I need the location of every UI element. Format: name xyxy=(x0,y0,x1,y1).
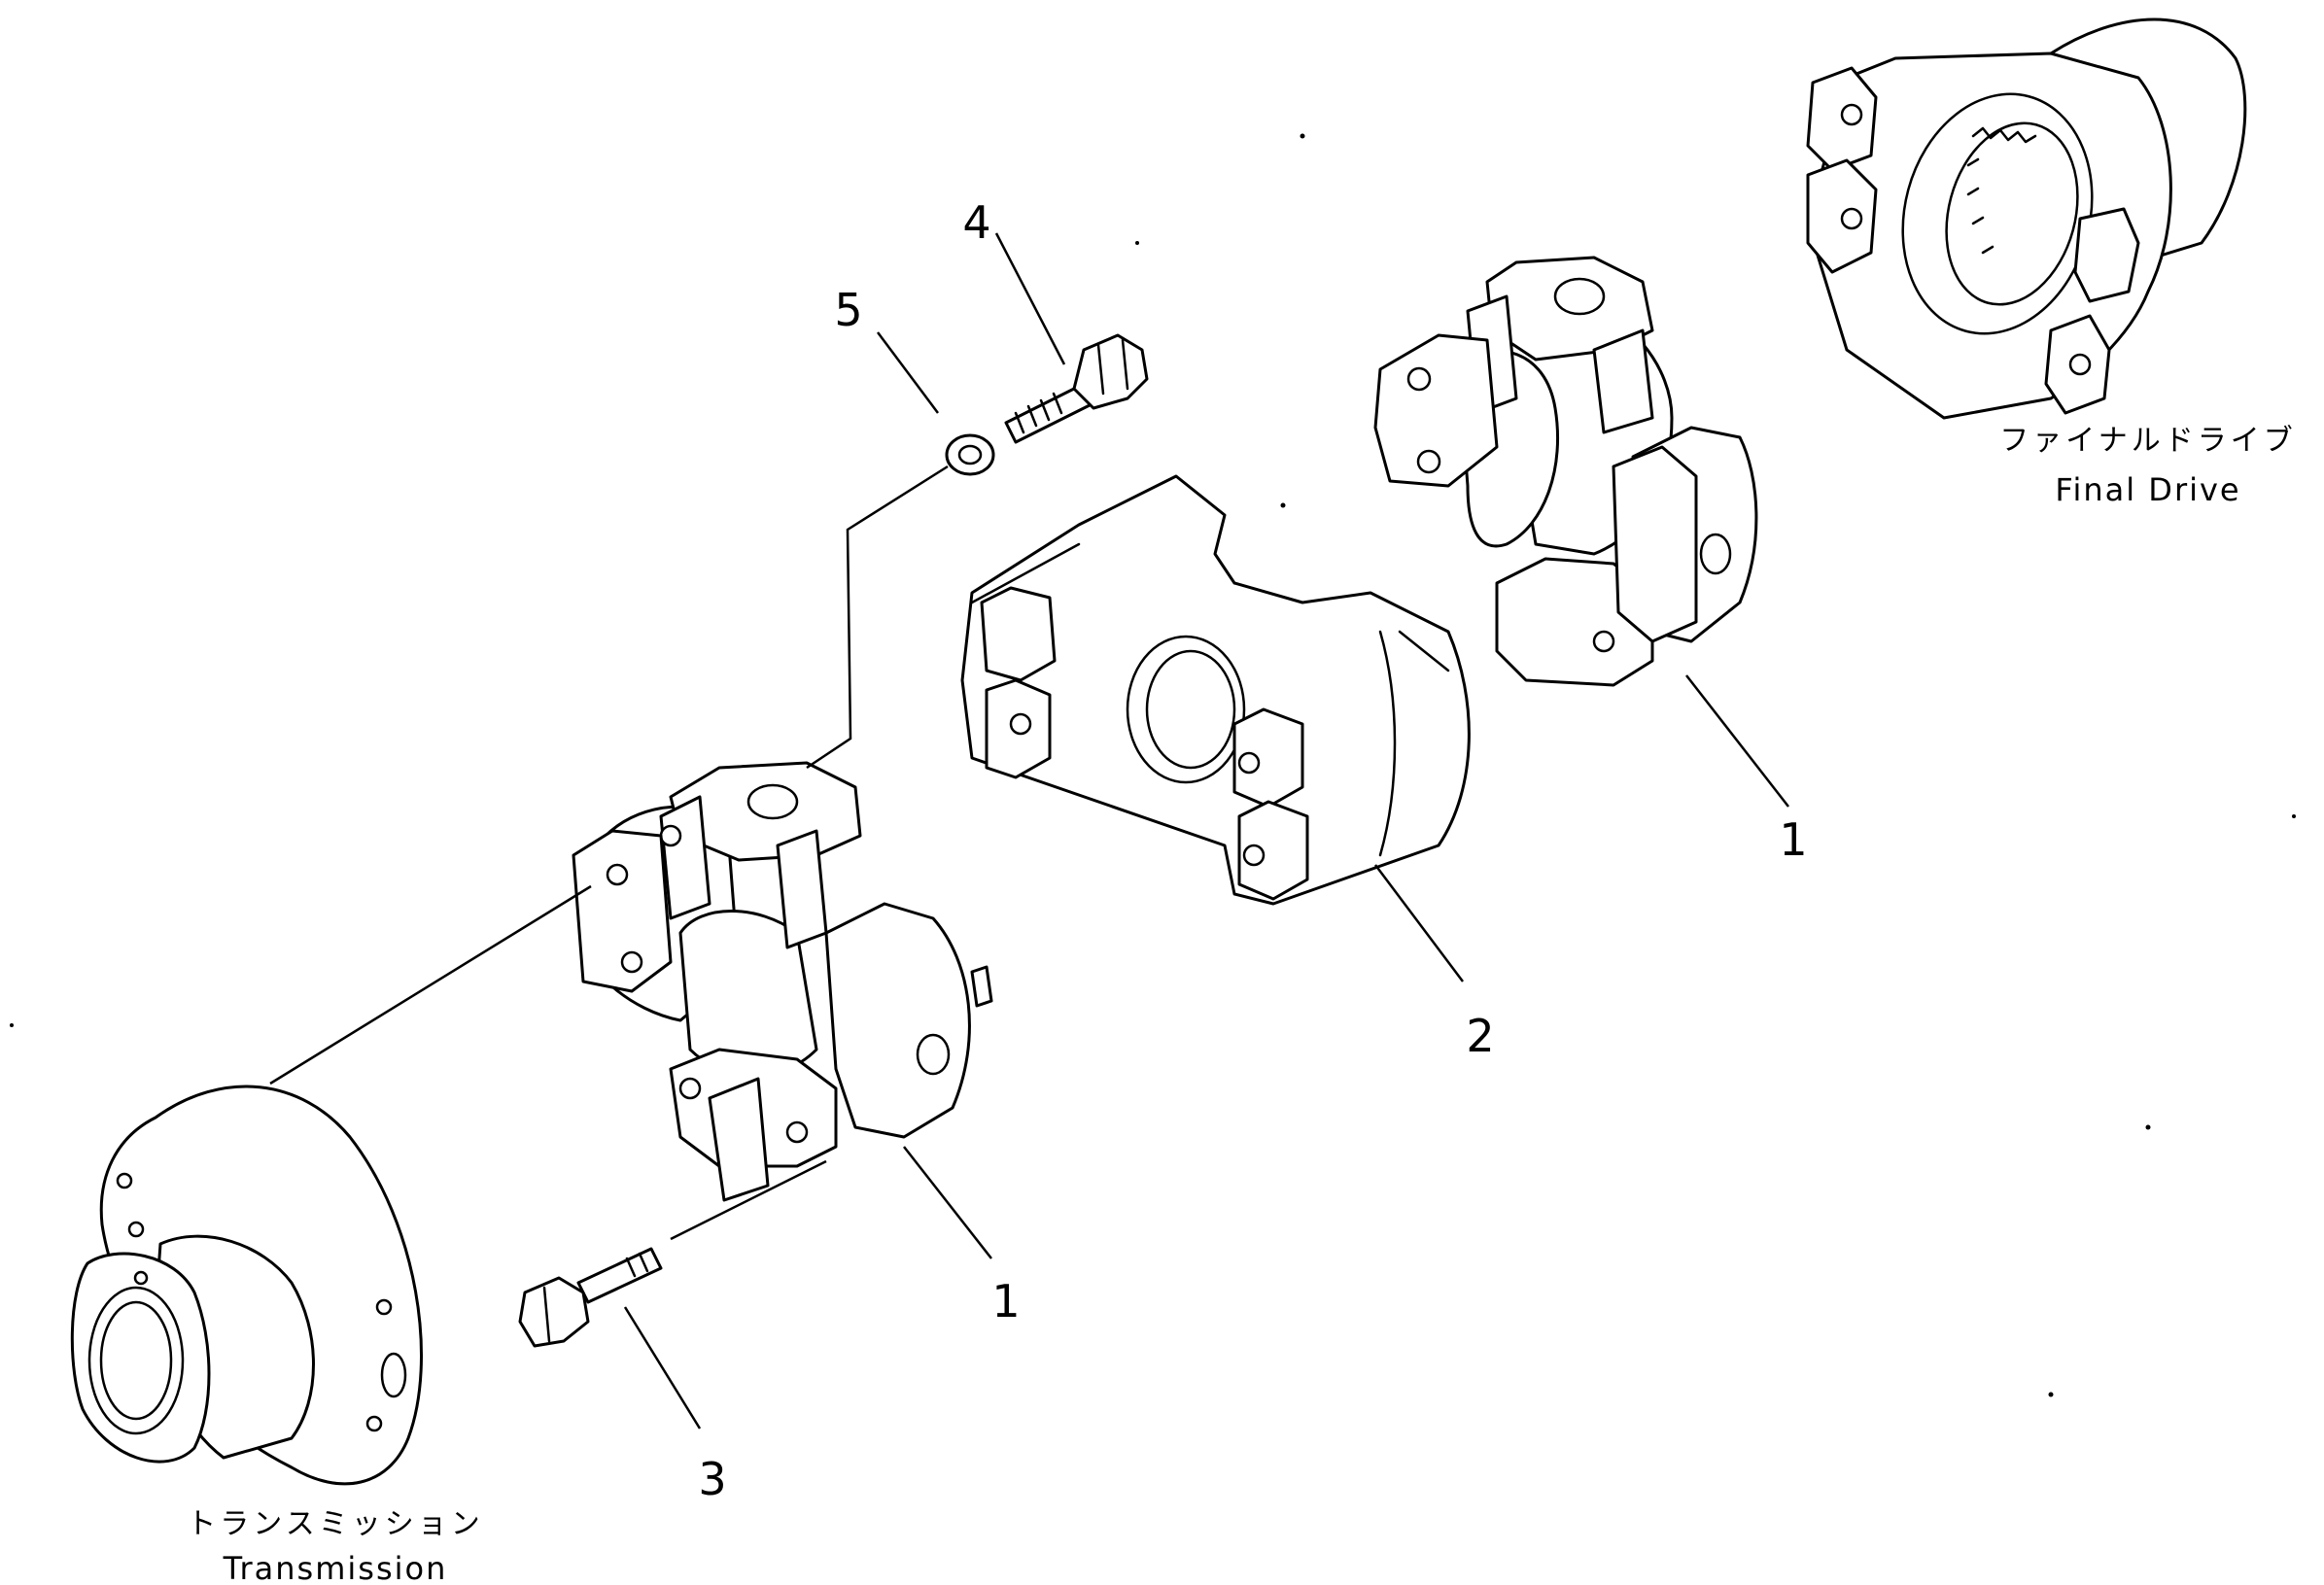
final-drive-flange xyxy=(1806,17,2247,420)
callout-5: 5 xyxy=(834,284,862,336)
universal-joint-lower xyxy=(572,761,993,1202)
washer xyxy=(945,433,995,476)
assembly-lines xyxy=(269,465,949,1241)
transmission-label-en: Transmission xyxy=(223,1550,448,1585)
callout-leaders xyxy=(623,232,1789,1430)
bolt-upper xyxy=(1004,333,1149,444)
slip-yoke xyxy=(960,474,1471,906)
final-drive-label-jp: ファイナルドライブ xyxy=(1999,424,2296,458)
transmission-label-jp: トランスミッション xyxy=(187,1507,483,1541)
transmission-flange xyxy=(70,1085,423,1486)
print-specks xyxy=(10,133,2296,1397)
callout-4: 4 xyxy=(962,196,990,249)
callout-1-upper: 1 xyxy=(1779,813,1807,866)
callout-3: 3 xyxy=(698,1453,726,1505)
callout-1-lower: 1 xyxy=(991,1275,1020,1327)
universal-joint-upper xyxy=(1373,256,1758,687)
final-drive-label-en: Final Drive xyxy=(2055,471,2240,508)
bolt-lower xyxy=(518,1247,663,1348)
callout-2: 2 xyxy=(1466,1010,1494,1062)
